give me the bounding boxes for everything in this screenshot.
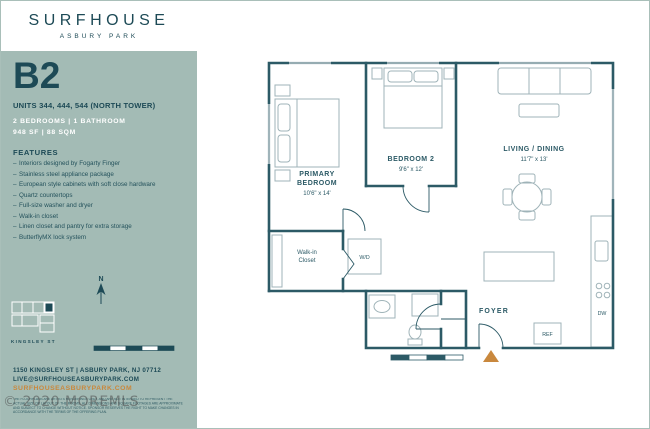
features-title: FEATURES	[13, 148, 59, 157]
footer-email-link[interactable]: LIVE@SURFHOUSEASBURYPARK.COM	[13, 376, 140, 383]
feature-item: Walk-in closet	[13, 213, 173, 222]
kitchen-sink	[594, 240, 609, 262]
street-label: KINGSLEY ST	[11, 339, 56, 344]
feature-item: Full-size washer and dryer	[13, 202, 173, 211]
primary-bedroom-dims: 10'6" x 14'	[303, 191, 330, 197]
feature-item: Stainless steel appliance package	[13, 171, 173, 180]
dining-table	[511, 181, 543, 213]
legal-disclaimer: THE FLOORPLANS ARE ARTISTS RENDERINGS ON…	[13, 398, 183, 415]
foyer-label: FOYER	[479, 308, 509, 315]
primary-bedroom-label: PRIMARY	[299, 171, 335, 178]
north-arrow-icon: N	[96, 276, 106, 304]
feature-item: European style cabinets with soft close …	[13, 181, 173, 190]
refrigerator-label: REF	[542, 332, 553, 338]
spec-square-footage: 948 SF | 88 SQM	[13, 129, 77, 136]
plan-scale-bar	[390, 354, 464, 361]
refrigerator	[533, 322, 562, 345]
building-footprint-icon	[11, 301, 55, 333]
floor-plan: PRIMARY BEDROOM 10'6" x 14' BEDROOM 2 9'…	[267, 61, 615, 362]
feature-item: ButterflyMX lock system	[13, 234, 173, 243]
footer-website-link[interactable]: SURFHOUSEASBURYPARK.COM	[13, 385, 133, 392]
primary-bedroom-label-2: BEDROOM	[297, 180, 337, 187]
windows-layer	[267, 61, 615, 199]
bedroom2-dims: 9'6" x 12'	[399, 167, 423, 173]
features-list: Interiors designed by Fogarty Finger Sta…	[13, 160, 173, 244]
compass: N	[91, 273, 111, 312]
sidebar: SURFHOUSE ASBURY PARK B2 UNITS 344, 444,…	[1, 1, 197, 428]
feature-item: Linen closet and pantry for extra storag…	[13, 223, 173, 232]
unit-location-marker	[44, 302, 54, 313]
doors-layer	[342, 185, 504, 349]
kitchen-island	[483, 251, 555, 282]
unit-code: B2	[13, 55, 61, 96]
primary-bed	[274, 98, 340, 168]
spec-bedrooms-bathrooms: 2 BEDROOMS | 1 BATHROOM	[13, 118, 126, 125]
washer-dryer-label: W/D	[359, 255, 369, 261]
walkin-closet-label-2: Closet	[298, 258, 315, 264]
living-dining-label: LIVING / DINING	[503, 146, 564, 153]
brand-logo-box: SURFHOUSE ASBURY PARK	[1, 1, 197, 51]
entry-marker	[483, 350, 499, 362]
bedroom2-label: BEDROOM 2	[388, 156, 435, 163]
compass-label: N	[98, 276, 103, 283]
bathroom-vanity	[368, 294, 396, 319]
sofa	[497, 67, 592, 95]
living-dining-dims: 11'7" x 13'	[521, 157, 548, 163]
mls-watermark: © 2020 MOREMLS	[3, 394, 139, 410]
closet-shelving	[271, 234, 283, 288]
labels-layer: PRIMARY BEDROOM 10'6" x 14' BEDROOM 2 9'…	[297, 146, 606, 338]
dishwasher-label: DW	[598, 311, 607, 317]
walkin-closet-label: Walk-in	[297, 250, 317, 256]
brand-name: SURFHOUSE	[28, 12, 170, 29]
compass-needle	[96, 283, 106, 295]
coffee-table	[518, 103, 560, 118]
brand-subtitle: ASBURY PARK	[59, 33, 139, 40]
site-plan-icon	[9, 298, 69, 341]
shower	[411, 293, 439, 317]
sidebar-scale-bar	[93, 340, 175, 358]
kitchen-counter	[590, 215, 614, 348]
bedroom2-bed	[383, 67, 443, 129]
units-line: UNITS 344, 444, 544 (NORTH TOWER)	[13, 101, 156, 110]
feature-item: Quartz countertops	[13, 192, 173, 201]
furniture-layer	[271, 67, 614, 348]
walls-layer	[267, 61, 615, 350]
feature-item: Interiors designed by Fogarty Finger	[13, 160, 173, 169]
footer-address: 1150 KINGSLEY ST | ASBURY PARK, NJ 07712	[13, 367, 162, 374]
toilet	[407, 338, 423, 346]
